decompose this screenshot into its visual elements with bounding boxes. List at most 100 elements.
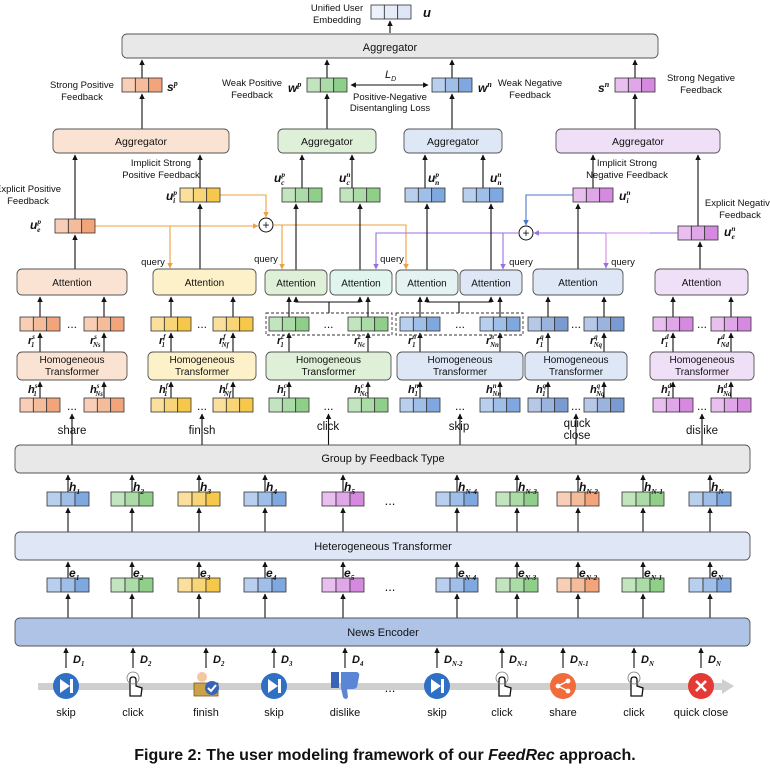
- explicit-positive-1: Explicit Positive: [0, 184, 61, 195]
- homo-line2-skip: Transformer: [433, 367, 488, 378]
- vector-cell: [374, 397, 389, 413]
- vector-cell: [374, 316, 389, 332]
- vector-cell: [177, 577, 193, 593]
- vector-cell: [74, 577, 90, 593]
- math-base: r: [90, 335, 95, 347]
- h-dots-dislike: ...: [697, 399, 707, 413]
- math-base: e: [200, 566, 207, 580]
- math-sub: N: [648, 661, 655, 668]
- math-sup: s: [96, 383, 100, 390]
- vector-cell: [704, 225, 719, 241]
- click-fan-2: [329, 296, 363, 303]
- h-vector-last-quickclose: [583, 397, 625, 413]
- e-seq-symbol-3: e4: [266, 566, 277, 582]
- skip-bar: [441, 679, 444, 693]
- h-seq-symbol-2: h3: [200, 480, 211, 496]
- unified-label-line2: Embedding: [313, 15, 361, 26]
- e-seq-symbol-5: eN-4: [458, 566, 477, 582]
- math-base: e: [133, 566, 140, 580]
- d-symbol-8: DN: [641, 654, 655, 668]
- h-seq-vector-8: [621, 491, 665, 507]
- group-by-label: Group by Feedback Type: [321, 453, 444, 465]
- query-finish: [120, 225, 173, 269]
- vector-cell: [570, 577, 586, 593]
- homogeneous-transformer-dislike: [649, 351, 755, 381]
- math-sub: N-1: [650, 487, 663, 496]
- vector-cell: [110, 491, 126, 507]
- math-sub: N-4: [464, 487, 477, 496]
- r-vector-first-dislike: [652, 316, 694, 332]
- strong-negative-label-1: Strong Negative: [667, 73, 735, 84]
- e-seq-symbol-8: eN-1: [644, 566, 662, 582]
- math-sup: d: [668, 383, 672, 390]
- vector-cell: [449, 491, 465, 507]
- implicit-strong-negative-2: Negative Feedback: [586, 170, 668, 181]
- math-sup: p: [434, 170, 439, 179]
- strong-positive-label-1: Strong Positive: [50, 80, 114, 91]
- vector-cell: [479, 316, 494, 332]
- e-seq-symbol-2: e3: [200, 566, 211, 582]
- math-base: h: [536, 384, 543, 396]
- math-base: D: [281, 654, 289, 666]
- math-base: u: [339, 171, 347, 185]
- vector-cell: [596, 397, 612, 413]
- math-sup: n: [493, 383, 497, 390]
- math-sub: N-1: [577, 661, 589, 668]
- r-dots-skip: ...: [455, 317, 465, 331]
- vector-cell: [716, 577, 732, 593]
- h-seq-vector-0: [46, 491, 90, 507]
- vector-cell: [148, 77, 163, 93]
- vector-cell: [352, 187, 368, 203]
- vector-cell: [688, 491, 704, 507]
- math-sup: d: [724, 383, 728, 390]
- query-quick: [603, 232, 650, 269]
- vector-cell: [677, 225, 692, 241]
- vector-cell: [649, 577, 665, 593]
- vector-cell: [599, 187, 614, 203]
- h-dots-finish: ...: [197, 399, 207, 413]
- vector-cell: [614, 77, 629, 93]
- r-vector-last-quickclose: [583, 316, 625, 332]
- d-symbol-0: D1: [73, 654, 84, 668]
- agg-strong-negative: [555, 128, 721, 154]
- math-sub: 1: [667, 391, 670, 398]
- math-base: h: [200, 480, 207, 494]
- vector-cell: [399, 316, 414, 332]
- math-base: D: [509, 654, 517, 666]
- vector-cell: [435, 577, 451, 593]
- group-by-bar: [14, 444, 751, 474]
- math-base: e: [266, 566, 273, 580]
- action-icons: [53, 671, 714, 699]
- math-sub: N: [717, 487, 724, 496]
- e-seq-symbol-4: e5: [344, 566, 355, 582]
- vector-cell: [523, 491, 539, 507]
- vector-cell: [124, 577, 140, 593]
- vector-cell: [679, 397, 694, 413]
- vector-cell: [527, 316, 542, 332]
- action-label-5: skip: [427, 707, 447, 719]
- unified-user-vector: [370, 4, 412, 20]
- vector-cell: [556, 577, 572, 593]
- math-sub: Nf: [221, 342, 230, 349]
- math-base: h: [661, 384, 668, 396]
- math-sub: N-3: [524, 573, 537, 582]
- timeline-arrowhead: [722, 679, 734, 694]
- math-sub: 1: [76, 573, 80, 582]
- h-vector-last-share: [83, 397, 125, 413]
- query-label-quick: query: [611, 257, 635, 268]
- vector-cell: [702, 577, 718, 593]
- strong-negative-label-2: Feedback: [680, 85, 722, 96]
- vector-cell: [716, 491, 732, 507]
- math-sup: q: [594, 334, 598, 341]
- h-vector-last-finish: [212, 397, 254, 413]
- h-vector-first-share: [19, 397, 61, 413]
- vector-cell: [495, 491, 511, 507]
- math-base: r: [486, 335, 491, 347]
- attention-share: [16, 268, 128, 296]
